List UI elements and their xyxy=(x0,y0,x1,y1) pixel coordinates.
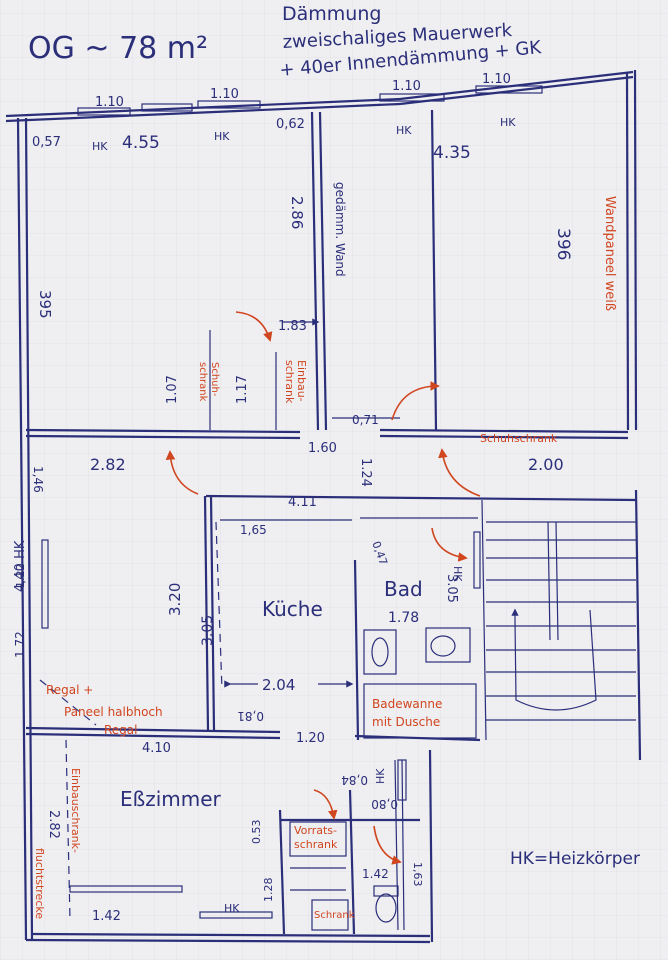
legend-hk: HK=Heizkörper xyxy=(510,849,640,869)
dim-081: 0,81 xyxy=(237,709,264,723)
dim-057: 0,57 xyxy=(32,135,61,150)
note-cabinet: Schrank xyxy=(314,910,355,921)
room-kitchen: Küche xyxy=(262,597,323,621)
dim-084: 0,84 xyxy=(341,773,368,787)
insulation-title: Dämmung xyxy=(282,3,381,25)
dim-053: 0.53 xyxy=(250,820,263,845)
dim-124: 1.24 xyxy=(358,458,373,487)
dim-455: 4.55 xyxy=(122,133,160,153)
dim-128: 1.28 xyxy=(262,878,275,903)
dim-080: 0,80 xyxy=(371,797,398,811)
hk-label-1: HK xyxy=(92,140,108,153)
radiator-marks xyxy=(41,531,481,919)
note-shelf-1: Regal + xyxy=(46,683,93,697)
dim-396: 396 xyxy=(553,228,573,260)
dim-163: 1,63 xyxy=(411,862,424,887)
dim-142-dining: 1.42 xyxy=(92,909,121,924)
room-dining: Eßzimmer xyxy=(120,787,222,811)
dim-395: 395 xyxy=(36,290,54,319)
note-builtin-dining-2: fluchtstrecke xyxy=(33,848,46,919)
dim-204: 2.04 xyxy=(262,676,295,694)
dim-047: 0,47 xyxy=(369,539,390,566)
note-builtin-1: Einbau- xyxy=(295,360,308,402)
note-insulated-wall: gedämm. Wand xyxy=(333,182,347,277)
dim-305-kitchen: 3.05 xyxy=(200,615,216,646)
dim-440: 4,40 HK xyxy=(13,540,28,592)
hk-label-dining: HK xyxy=(224,902,240,915)
dim-165: 1,65 xyxy=(240,523,267,537)
dim-410: 4.10 xyxy=(142,741,171,756)
dim-062: 0,62 xyxy=(276,117,305,132)
dim-178: 1.78 xyxy=(388,610,419,626)
dim-window-1: 1.10 xyxy=(95,95,124,110)
room-bath: Bad xyxy=(384,577,423,601)
note-builtin-2: schrank xyxy=(283,360,296,404)
note-pantry-2: schrank xyxy=(294,838,338,851)
floor-size-title: OG ~ 78 m² xyxy=(28,31,208,66)
dim-122: 1.22 xyxy=(14,564,27,589)
dim-286: 2.86 xyxy=(288,196,306,229)
dim-117: 1.17 xyxy=(235,375,250,404)
dim-142-pantry: 1.42 xyxy=(362,867,389,881)
dim-183: 1.83 xyxy=(278,319,307,334)
dimension-lines xyxy=(209,318,400,688)
dim-window-2: 1.10 xyxy=(210,87,239,102)
note-shelf-2: Paneel halbhoch xyxy=(64,705,163,719)
dashed-lines xyxy=(39,521,223,921)
bath-fixtures xyxy=(363,627,477,923)
dim-411: 4.11 xyxy=(288,495,317,510)
dim-305-bath: 3.05 xyxy=(444,574,459,603)
hk-label-2: HK xyxy=(214,130,230,143)
note-builtin-dining-1: Einbauschrank- xyxy=(69,768,82,853)
dim-282-dining: 2.82 xyxy=(46,810,61,839)
dim-071: 0,71 xyxy=(352,413,379,427)
outer-walls xyxy=(5,69,642,944)
dim-120: 1.20 xyxy=(296,731,325,746)
note-shoe-cabinet-2: schrank xyxy=(197,362,208,402)
hk-label-bath: HK xyxy=(451,566,464,582)
dim-160: 1.60 xyxy=(308,441,337,456)
staircase xyxy=(481,499,636,741)
dim-146: 1,46 xyxy=(31,466,45,493)
door-arrows xyxy=(165,311,481,865)
note-bathtub-2: mit Dusche xyxy=(372,715,440,729)
note-shelf-3: Regal xyxy=(104,723,138,737)
dim-window-4: 1.10 xyxy=(482,72,511,87)
note-pantry-1: Vorrats- xyxy=(294,824,337,837)
top-windows xyxy=(77,85,543,116)
note-wall-panel: Wandpaneel weiß xyxy=(602,196,617,311)
dim-172: 1.72 xyxy=(13,631,27,658)
dim-107: 1.07 xyxy=(165,375,180,404)
note-shoe-cabinet-1: Schuh- xyxy=(209,362,220,397)
dim-435: 4.35 xyxy=(433,143,471,163)
note-bathtub-1: Badewanne xyxy=(372,697,442,711)
hk-label-3: HK xyxy=(396,124,412,137)
dim-window-3: 1.10 xyxy=(392,79,421,94)
dim-200: 2.00 xyxy=(528,455,564,474)
dim-282: 2.82 xyxy=(90,455,126,474)
pantry-shelves xyxy=(289,821,349,931)
dim-320: 3.20 xyxy=(166,583,184,616)
note-shoe-cabinet-hall: Schuhschrank xyxy=(480,432,558,445)
hk-label-4: HK xyxy=(500,116,516,129)
hk-label-pantry: HK xyxy=(374,768,387,784)
